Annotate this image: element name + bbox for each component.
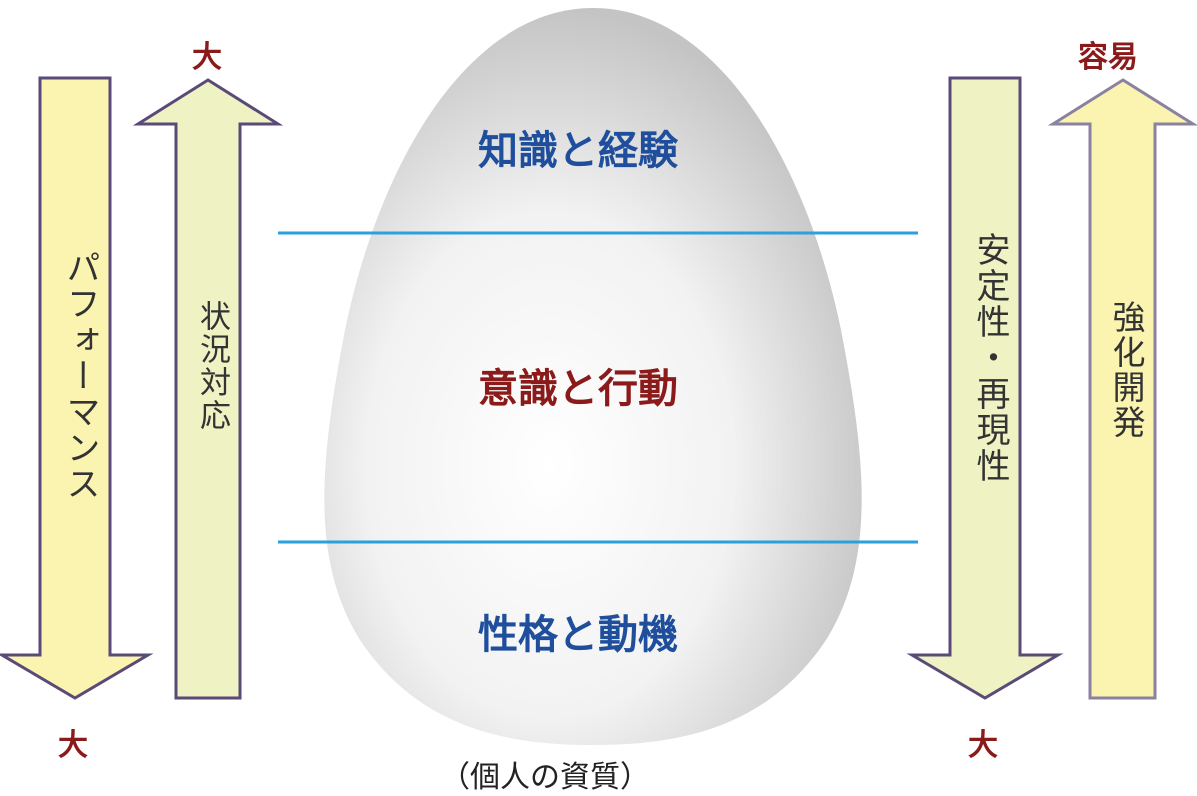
development-label: 強化開発 xyxy=(1107,300,1146,440)
layer-top-label: 知識と経験 xyxy=(478,128,678,174)
stability-label: 安定性・再現性 xyxy=(970,232,1010,484)
situation-arrow xyxy=(132,78,284,700)
performance-label: パフォーマンス xyxy=(60,250,100,502)
egg-shape xyxy=(324,8,862,745)
situation-top-label: 大 xyxy=(192,40,222,75)
development-top-label: 容易 xyxy=(1078,40,1138,75)
layer-bottom-label: 性格と動機 xyxy=(478,612,678,658)
caption: （個人の資質） xyxy=(440,760,650,795)
stability-bottom-label: 大 xyxy=(968,728,998,763)
performance-bottom-label: 大 xyxy=(58,728,88,763)
situation-label: 状況対応 xyxy=(194,300,230,432)
development-arrow xyxy=(1047,78,1197,700)
performance-arrow xyxy=(0,76,154,700)
layer-middle-label: 意識と行動 xyxy=(478,366,678,412)
stability-arrow xyxy=(906,76,1064,700)
